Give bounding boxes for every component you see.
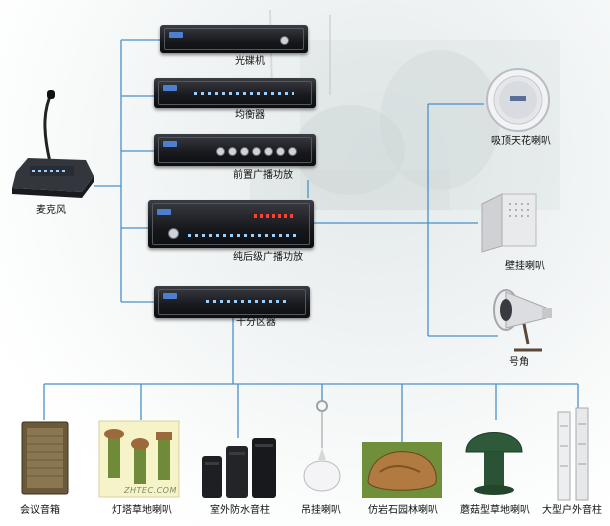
power-amp-device xyxy=(148,200,314,248)
cd-player-label: 光碟机 xyxy=(235,56,265,67)
rock-speaker-device xyxy=(362,442,442,498)
equalizer-label: 均衡器 xyxy=(235,110,265,121)
rock-speaker-label: 仿岩石园林喇叭 xyxy=(368,505,438,516)
power-amp-label: 纯后级广播功放 xyxy=(233,252,303,263)
microphone-device xyxy=(12,90,94,198)
wall-speaker-label: 壁挂喇叭 xyxy=(505,261,545,272)
ceiling-speaker-label: 吸顶天花喇叭 xyxy=(491,136,551,147)
watermark: ZHTEC.COM xyxy=(124,486,177,495)
conference-box-label: 会议音箱 xyxy=(20,505,60,516)
lawn-lamp-speaker-device xyxy=(98,420,180,498)
zone-selector-device xyxy=(154,286,310,318)
conference-box-device xyxy=(21,421,69,495)
wall-speaker-device xyxy=(481,193,537,253)
zone-selector-label: 十分区器 xyxy=(236,317,276,328)
cd-player-device xyxy=(160,25,308,53)
pendant-speaker-label: 吊挂喇叭 xyxy=(301,505,341,516)
microphone-label: 麦克风 xyxy=(36,205,66,216)
preamp-device xyxy=(154,134,316,166)
preamp-label: 前置广播功放 xyxy=(233,170,293,181)
waterproof-column-device xyxy=(202,438,276,498)
lawn-lamp-speaker-label: 灯塔草地喇叭 xyxy=(112,505,172,516)
mushroom-speaker-label: 蘑菇型草地喇叭 xyxy=(460,505,530,516)
horn-speaker-label: 号角 xyxy=(509,357,529,368)
ceiling-speaker-device xyxy=(486,68,550,132)
outdoor-column-device xyxy=(557,407,589,501)
outdoor-column-label: 大型户外音柱 xyxy=(542,505,602,516)
pendant-speaker-device xyxy=(303,400,341,492)
mushroom-speaker-device xyxy=(465,432,523,495)
waterproof-column-label: 室外防水音柱 xyxy=(210,505,270,516)
horn-speaker-device xyxy=(493,289,552,352)
equalizer-device xyxy=(154,78,316,108)
